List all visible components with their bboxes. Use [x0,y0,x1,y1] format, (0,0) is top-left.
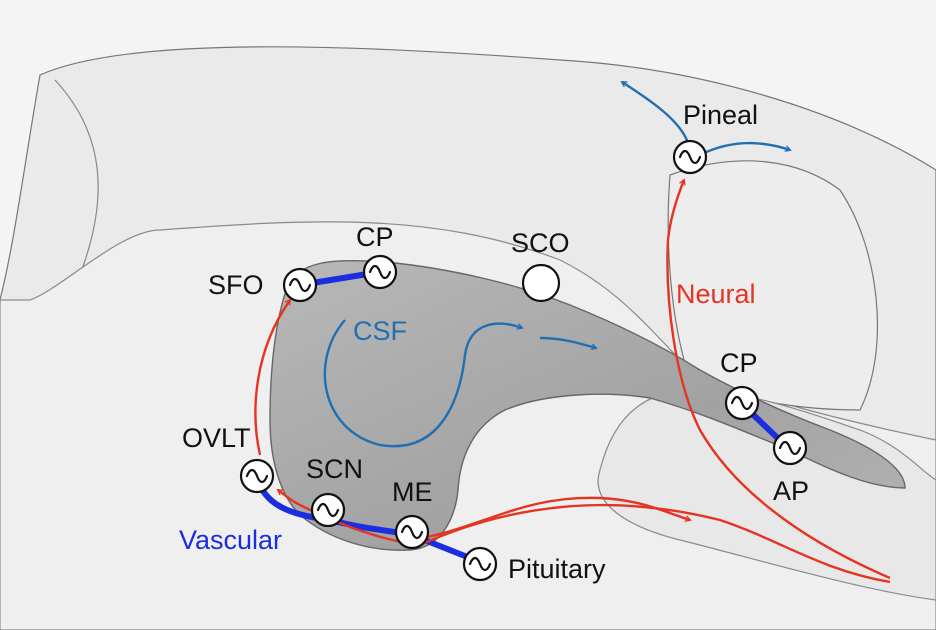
scn-label: SCN [306,454,363,484]
neural-path-to-pineal [666,180,891,580]
ovlt-node [239,458,275,494]
ap-node [772,430,808,466]
pineal-outflow-arrow-left [622,82,690,144]
sine-wave-icon [672,139,708,175]
sine-wave-icon [282,267,318,303]
sine-wave-icon [394,514,430,550]
pineal-outflow-arrow-right [699,141,790,157]
pineal-label: Pineal [683,100,758,130]
sfo-node [282,267,318,303]
sco-node [521,263,561,303]
cp-lower-label: CP [720,348,758,378]
sine-wave-icon [362,254,398,290]
sfo-label: SFO [208,270,264,300]
third-ventricle [269,259,906,551]
sine-wave-icon [239,458,275,494]
cp-lower-node [724,385,760,421]
neural-path-lower-branch [419,503,891,584]
sco-label: SCO [511,228,570,258]
scn-node [310,492,346,528]
sine-wave-icon [310,492,346,528]
cp-upper-node [362,254,398,290]
neural-path-pituitary-ovlt [278,490,421,547]
csf-pathway-label: CSF [353,316,407,346]
neural-path-ovlt-sfo [254,300,290,456]
csf-flow-arrow [323,319,522,448]
me-node [394,514,430,550]
ap-label: AP [773,476,809,506]
neural-pathway-label: Neural [676,279,756,309]
sine-wave-icon [772,430,808,466]
tectum-region [667,160,879,411]
csf-flow-arrow-aqueduct [539,336,596,348]
sine-wave-icon [462,546,498,582]
me-label: ME [392,477,433,507]
pituitary-node [462,546,498,582]
cp-upper-label: CP [356,222,394,252]
vascular-pathway-label: Vascular [179,525,282,555]
pineal-node [672,139,708,175]
sine-wave-icon [724,385,760,421]
ovlt-label: OVLT [182,423,251,453]
pituitary-label: Pituitary [508,554,606,584]
